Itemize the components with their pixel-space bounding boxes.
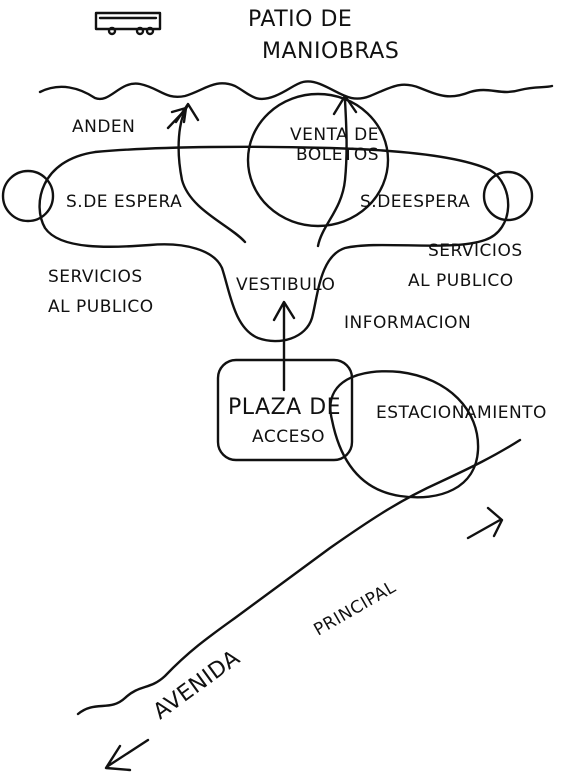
vestibulo-arrow (272, 300, 296, 392)
plaza-label-line1: PLAZA DE (228, 395, 341, 420)
informacion-label: INFORMACION (344, 313, 471, 333)
estacionamiento-circle (329, 370, 480, 499)
patio-label-line2: MANIOBRAS (262, 39, 399, 64)
servicios-left-line2: AL PUBLICO (48, 297, 154, 317)
principal-label: PRINCIPAL (311, 577, 400, 640)
espera-right-label: S.DEESPERA (360, 192, 470, 212)
anden-label: ANDEN (72, 117, 135, 137)
right-side-circle (482, 170, 534, 222)
plaza-acceso-box (216, 358, 354, 462)
waiting-vestibule-bubble (38, 145, 510, 343)
avenida-label: AVENIDA (149, 645, 245, 724)
direction-arrow-left (104, 738, 150, 772)
patio-label-line1: PATIO DE (248, 7, 352, 32)
flow-arrow-left (174, 102, 247, 244)
left-side-circle (1, 169, 55, 223)
venta-label-line1: VENTA DE (290, 125, 379, 145)
plaza-label-line2: ACCESO (252, 427, 325, 447)
espera-left-label: S.DE ESPERA (66, 192, 182, 212)
servicios-right-line2: AL PUBLICO (408, 271, 514, 291)
flow-arrow-right (316, 94, 358, 248)
anden-wavy-line (38, 80, 554, 101)
estacionamiento-label: ESTACIONAMIENTO (376, 403, 547, 423)
direction-arrow-right (466, 506, 504, 540)
vestibulo-label: VESTIBULO (236, 275, 335, 295)
venta-boletos-circle (246, 92, 390, 228)
servicios-right-line1: SERVICIOS (428, 241, 523, 261)
avenida-street-line (76, 438, 522, 716)
servicios-left-line1: SERVICIOS (48, 267, 143, 287)
bus-icon (94, 11, 162, 36)
